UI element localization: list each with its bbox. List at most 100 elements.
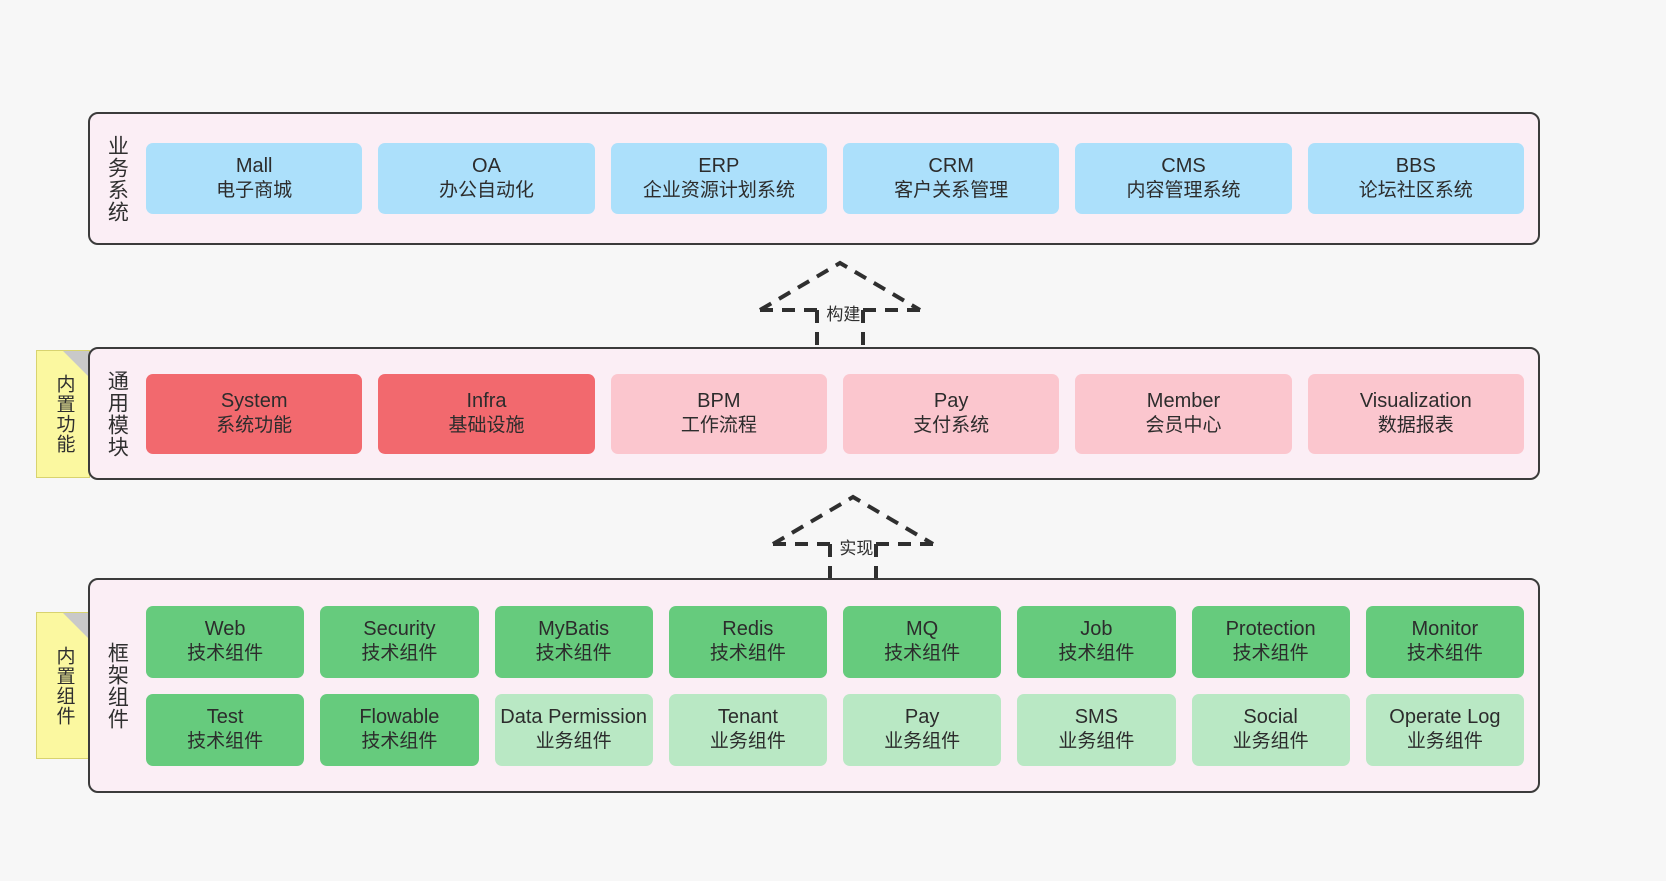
sticky-note-builtin-components: 内置组件	[36, 612, 90, 759]
card-social-title: Social	[1243, 705, 1298, 728]
card-pay-component-title: Pay	[904, 705, 940, 728]
card-security-title: Security	[363, 617, 436, 640]
sticky-note-builtin-features-label: 内置功能	[53, 374, 75, 454]
card-oa-title: OA	[472, 154, 501, 177]
card-monitor[interactable]: Monitor 技术组件	[1365, 605, 1524, 678]
card-mall[interactable]: Mall 电子商城	[146, 143, 363, 214]
layer-title-business-system: 业务系统	[105, 134, 129, 223]
card-infra-subtitle: 基础设施	[448, 415, 525, 437]
card-job[interactable]: Job 技术组件	[1017, 605, 1176, 678]
card-monitor-title: Monitor	[1411, 617, 1479, 640]
card-bbs-subtitle: 论坛社区系统	[1358, 180, 1473, 202]
card-web-subtitle: 技术组件	[187, 643, 264, 665]
card-web-title: Web	[204, 617, 246, 640]
connector-build-label: 构建	[826, 305, 861, 324]
card-protection[interactable]: Protection 技术组件	[1191, 605, 1350, 678]
card-bpm-subtitle: 工作流程	[680, 415, 757, 437]
card-infra-title: Infra	[466, 389, 507, 412]
card-visualization-title: Visualization	[1359, 389, 1472, 412]
card-security[interactable]: Security 技术组件	[320, 605, 479, 678]
card-mq-subtitle: 技术组件	[884, 643, 961, 665]
card-flowable-title: Flowable	[359, 705, 440, 728]
card-system[interactable]: System 系统功能	[146, 373, 363, 454]
card-flowable[interactable]: Flowable 技术组件	[320, 693, 479, 766]
card-visualization-subtitle: 数据报表	[1377, 415, 1454, 437]
card-pay-module[interactable]: Pay 支付系统	[842, 373, 1060, 454]
card-oa-subtitle: 办公自动化	[438, 180, 534, 202]
card-pay-module-title: Pay	[933, 389, 969, 412]
card-tenant[interactable]: Tenant 业务组件	[668, 693, 827, 766]
card-web[interactable]: Web 技术组件	[146, 605, 305, 678]
card-operate-log-title: Operate Log	[1389, 705, 1501, 728]
card-member-title: Member	[1146, 389, 1221, 412]
card-member-subtitle: 会员中心	[1145, 415, 1222, 437]
card-test[interactable]: Test 技术组件	[146, 693, 305, 766]
card-erp[interactable]: ERP 企业资源计划系统	[610, 143, 827, 214]
layer-body-common-modules: System 系统功能 Infra 基础设施 BPM 工作流程 Pay 支付系统…	[142, 349, 1538, 478]
card-sms-subtitle: 业务组件	[1058, 731, 1135, 753]
card-bbs[interactable]: BBS 论坛社区系统	[1307, 143, 1524, 214]
layer-business-system: 业务系统 Mall 电子商城 OA 办公自动化 ERP 企业资源计划系统 CRM…	[88, 112, 1540, 245]
card-bbs-title: BBS	[1395, 154, 1436, 177]
card-data-permission-title: Data Permission	[500, 705, 647, 728]
card-row-business-1: Mall 电子商城 OA 办公自动化 ERP 企业资源计划系统 CRM 客户关系…	[146, 143, 1524, 214]
card-pay-component-subtitle: 业务组件	[884, 731, 961, 753]
card-sms[interactable]: SMS 业务组件	[1017, 693, 1176, 766]
card-row-common-1: System 系统功能 Infra 基础设施 BPM 工作流程 Pay 支付系统…	[146, 373, 1524, 454]
connector-build-arrow: 构建	[755, 258, 925, 350]
card-bpm-title: BPM	[697, 389, 741, 412]
card-test-subtitle: 技术组件	[187, 731, 264, 753]
layer-body-framework-components: Web 技术组件 Security 技术组件 MyBatis 技术组件 Redi…	[142, 580, 1538, 791]
card-pay-component[interactable]: Pay 业务组件	[843, 693, 1002, 766]
card-protection-subtitle: 技术组件	[1232, 643, 1309, 665]
card-redis[interactable]: Redis 技术组件	[668, 605, 827, 678]
card-oa[interactable]: OA 办公自动化	[378, 143, 595, 214]
card-pay-module-subtitle: 支付系统	[913, 415, 990, 437]
card-mybatis-subtitle: 技术组件	[535, 643, 612, 665]
connector-implement-label: 实现	[839, 539, 874, 558]
card-mall-title: Mall	[235, 154, 273, 177]
card-social[interactable]: Social 业务组件	[1191, 693, 1350, 766]
card-crm[interactable]: CRM 客户关系管理	[842, 143, 1060, 214]
layer-framework-components: 框架组件 Web 技术组件 Security 技术组件 MyBatis 技术组件…	[88, 578, 1540, 793]
card-erp-title: ERP	[698, 154, 740, 177]
card-mybatis[interactable]: MyBatis 技术组件	[494, 605, 653, 678]
card-monitor-subtitle: 技术组件	[1406, 643, 1483, 665]
card-redis-subtitle: 技术组件	[709, 643, 786, 665]
card-operate-log[interactable]: Operate Log 业务组件	[1365, 693, 1524, 766]
card-tenant-title: Tenant	[717, 705, 778, 728]
layer-common-modules: 通用模块 System 系统功能 Infra 基础设施 BPM 工作流程 Pay…	[88, 347, 1540, 480]
card-flowable-subtitle: 技术组件	[361, 731, 438, 753]
card-redis-title: Redis	[722, 617, 774, 640]
card-member[interactable]: Member 会员中心	[1075, 373, 1292, 454]
card-test-title: Test	[206, 705, 244, 728]
card-cms[interactable]: CMS 内容管理系统	[1075, 143, 1292, 214]
card-infra[interactable]: Infra 基础设施	[378, 373, 595, 454]
card-cms-subtitle: 内容管理系统	[1126, 180, 1241, 202]
layer-body-business-system: Mall 电子商城 OA 办公自动化 ERP 企业资源计划系统 CRM 客户关系…	[142, 114, 1538, 243]
card-sms-title: SMS	[1074, 705, 1119, 728]
card-mall-subtitle: 电子商城	[216, 180, 293, 202]
card-system-subtitle: 系统功能	[216, 415, 293, 437]
card-crm-title: CRM	[928, 154, 974, 177]
card-row-framework-1: Web 技术组件 Security 技术组件 MyBatis 技术组件 Redi…	[146, 605, 1524, 678]
card-bpm[interactable]: BPM 工作流程	[610, 373, 827, 454]
card-mq[interactable]: MQ 技术组件	[843, 605, 1002, 678]
card-cms-title: CMS	[1161, 154, 1206, 177]
card-operate-log-subtitle: 业务组件	[1406, 731, 1483, 753]
layer-title-common-modules: 通用模块	[105, 369, 129, 458]
card-job-subtitle: 技术组件	[1058, 643, 1135, 665]
sticky-note-builtin-features: 内置功能	[36, 350, 90, 478]
card-erp-subtitle: 企业资源计划系统	[642, 180, 795, 202]
card-job-title: Job	[1080, 617, 1113, 640]
card-data-permission-subtitle: 业务组件	[535, 731, 612, 753]
card-row-framework-2: Test 技术组件 Flowable 技术组件 Data Permission …	[146, 693, 1524, 766]
card-social-subtitle: 业务组件	[1232, 731, 1309, 753]
connector-implement-arrow: 实现	[768, 492, 938, 584]
card-visualization[interactable]: Visualization 数据报表	[1307, 373, 1524, 454]
card-data-permission[interactable]: Data Permission 业务组件	[494, 693, 653, 766]
card-security-subtitle: 技术组件	[361, 643, 438, 665]
card-protection-title: Protection	[1225, 617, 1316, 640]
sticky-note-builtin-components-label: 内置组件	[53, 645, 75, 726]
